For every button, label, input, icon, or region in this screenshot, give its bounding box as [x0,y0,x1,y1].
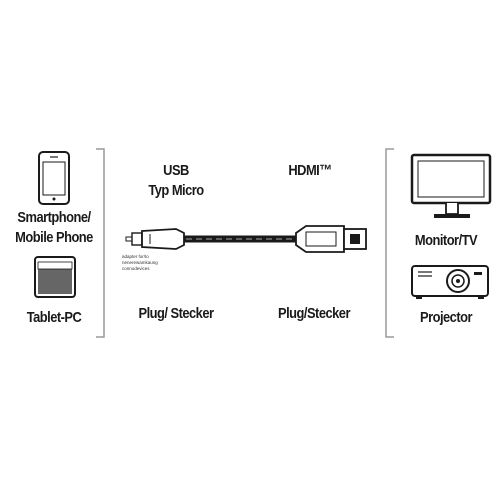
smartphone-label-line2: Mobile Phone [15,229,93,246]
smartphone-icon [38,151,70,205]
adapter-note-line1: adapter for/to [122,254,149,259]
projector-label: Projector [419,309,473,326]
tablet-label: Tablet-PC [26,309,82,326]
adapter-note-line2: nenerewamkaung [122,260,158,265]
usb-title: USB [163,162,189,179]
cable [125,225,367,253]
plug-label-left: Plug/ Stecker [138,305,214,322]
monitor-icon [410,153,492,218]
projector-icon [411,265,489,299]
micro-usb-plug-icon [131,228,185,250]
smartphone-label-line1: Smartphone/ [17,209,91,226]
adapter-note-line3: connodevices [122,266,150,271]
monitor-label: Monitor/TV [414,232,478,249]
hdmi-plug-icon [295,225,367,253]
plug-label-right: Plug/Stecker [278,305,350,322]
right-bracket [385,148,394,338]
tablet-icon [34,256,76,298]
hdmi-title: HDMI™ [288,162,332,179]
usb-subtitle: Typ Micro [148,182,204,199]
left-bracket [96,148,105,338]
